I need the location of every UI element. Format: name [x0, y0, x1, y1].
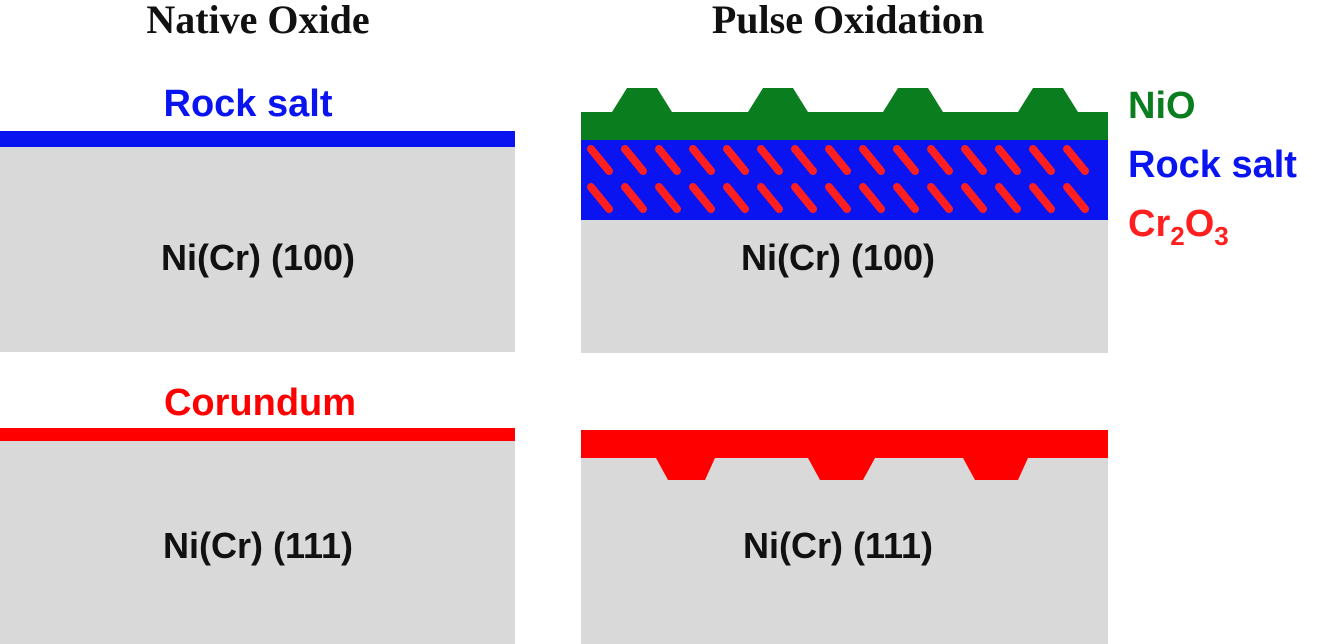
cr2o3-rod — [1029, 183, 1055, 213]
cr2o3-rod — [757, 145, 783, 175]
corundum-label: Corundum — [164, 382, 356, 424]
cr2o3-rod — [587, 183, 613, 213]
cr2o3-rod — [1029, 145, 1055, 175]
cr2o3-rod — [927, 183, 953, 213]
substrate-100-label: Ni(Cr) (100) — [161, 237, 355, 278]
cr2o3-rod — [791, 145, 817, 175]
pulse-substrate-100 — [581, 220, 1108, 353]
cr2o3-rod — [995, 183, 1021, 213]
heading-pulse-oxidation: Pulse Oxidation — [712, 0, 984, 42]
pulse-111-panel: Ni(Cr) (111) — [581, 430, 1108, 644]
legend-rocksalt: Rock salt — [1128, 144, 1297, 186]
legend-cr2o3: Cr2O3 — [1128, 203, 1229, 251]
cr2o3-rod — [995, 145, 1021, 175]
cr2o3-precipitates — [587, 145, 1089, 213]
cr2o3-rod — [655, 145, 681, 175]
nio-layer-with-islands — [581, 88, 1108, 140]
cr2o3-rod — [1063, 145, 1089, 175]
substrate-111-label: Ni(Cr) (111) — [163, 525, 353, 566]
substrate-100 — [0, 147, 515, 352]
cr2o3-rod — [621, 145, 647, 175]
corundum-layer — [0, 428, 515, 441]
cr2o3-rod — [723, 183, 749, 213]
cr2o3-rod — [825, 145, 851, 175]
pulse-substrate-111-label: Ni(Cr) (111) — [743, 525, 933, 566]
native-111-panel: Corundum Ni(Cr) (111) — [0, 382, 515, 644]
cr2o3-rod — [723, 145, 749, 175]
substrate-111 — [0, 441, 515, 644]
rocksalt-layer — [0, 131, 515, 147]
cr2o3-rod — [757, 183, 783, 213]
pulse-corundum-layer — [581, 430, 1108, 480]
pulse-100-panel: Ni(Cr) (100) — [581, 88, 1108, 353]
cr2o3-rod — [689, 183, 715, 213]
heading-native-oxide: Native Oxide — [146, 0, 369, 42]
cr2o3-rod — [621, 183, 647, 213]
cr2o3-rod — [655, 183, 681, 213]
cr2o3-rod — [1063, 183, 1089, 213]
cr2o3-rod — [893, 183, 919, 213]
cr2o3-rod — [825, 183, 851, 213]
cr2o3-rod — [791, 183, 817, 213]
cr2o3-rod — [859, 145, 885, 175]
cr2o3-rod — [587, 145, 613, 175]
rocksalt-label: Rock salt — [164, 83, 333, 125]
cr2o3-rod — [689, 145, 715, 175]
cr2o3-rod — [961, 145, 987, 175]
cr2o3-rod — [961, 183, 987, 213]
cr2o3-rod — [893, 145, 919, 175]
legend-nio: NiO — [1128, 85, 1196, 127]
native-100-panel: Rock salt Ni(Cr) (100) — [0, 83, 515, 352]
cr2o3-rod — [927, 145, 953, 175]
pulse-substrate-100-label: Ni(Cr) (100) — [741, 237, 935, 278]
cr2o3-rod — [859, 183, 885, 213]
